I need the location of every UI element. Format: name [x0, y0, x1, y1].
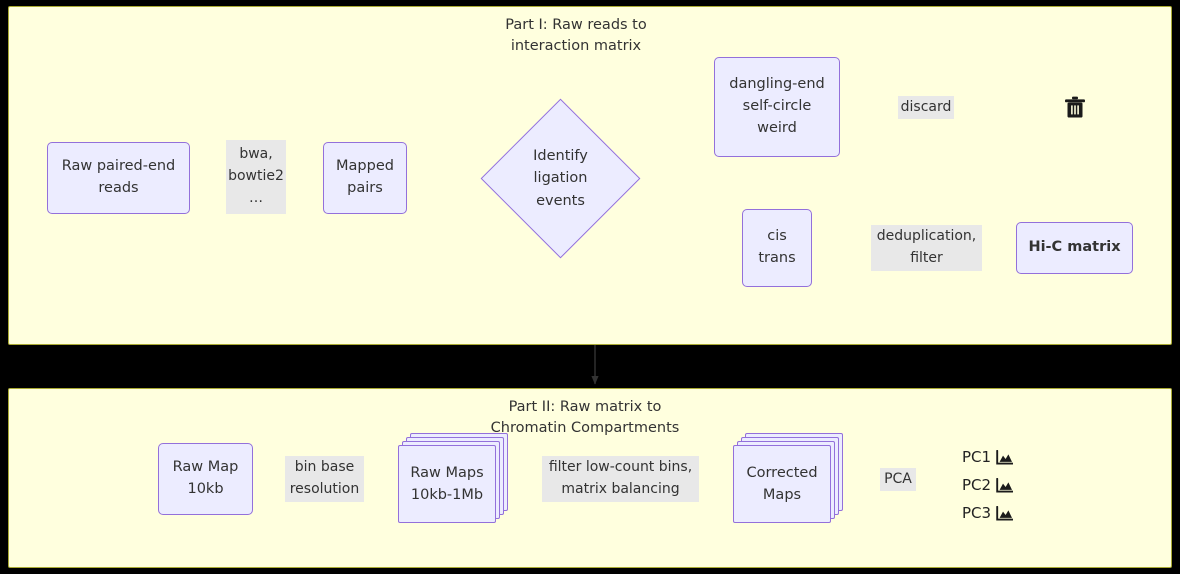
node-hi-c-matrix[interactable]: Hi-C matrix	[1016, 222, 1133, 274]
trash-icon	[1064, 96, 1086, 120]
pc3-label: PC3	[962, 503, 992, 522]
edge-label-aligner: bwa, bowtie2 …	[226, 140, 286, 214]
pc-output-group: PC1 PC2 PC3	[962, 443, 1014, 527]
pc1-label: PC1	[962, 447, 992, 466]
area-chart-icon	[996, 449, 1014, 465]
pc-output-row-1: PC1	[962, 443, 1014, 471]
node-raw-maps-label: Raw Maps 10kb-1Mb	[398, 445, 496, 523]
edge-label-deduplication-filter: deduplication, filter	[871, 225, 982, 271]
edge-label-filter-matrix-balancing: filter low-count bins, matrix balancing	[542, 456, 699, 502]
node-corrected-maps[interactable]: Corrected Maps	[733, 433, 847, 526]
pc2-label: PC2	[962, 475, 992, 494]
node-identify-ligation-events[interactable]: Identify ligation events	[480, 98, 641, 259]
node-corrected-maps-label: Corrected Maps	[733, 445, 831, 523]
node-dangling-end-self-circle-weird[interactable]: dangling-end self-circle weird	[714, 57, 840, 157]
edge-label-discard: discard	[898, 96, 954, 119]
pc-output-row-3: PC3	[962, 499, 1014, 527]
node-raw-map-10kb[interactable]: Raw Map 10kb	[158, 443, 253, 515]
area-chart-icon	[996, 477, 1014, 493]
node-raw-maps-10kb-1mb[interactable]: Raw Maps 10kb-1Mb	[398, 433, 512, 526]
edge-label-bin-base-resolution: bin base resolution	[285, 456, 364, 502]
node-raw-paired-end-reads[interactable]: Raw paired-end reads	[47, 142, 190, 214]
node-cis-trans[interactable]: cis trans	[742, 209, 812, 287]
part2-title: Part II: Raw matrix to Chromatin Compart…	[490, 399, 680, 437]
pc-output-row-2: PC2	[962, 471, 1014, 499]
part1-title: Part I: Raw reads to interaction matrix	[505, 17, 647, 55]
area-chart-icon	[996, 505, 1014, 521]
edge-label-pca: PCA	[880, 468, 916, 491]
node-mapped-pairs[interactable]: Mapped pairs	[323, 142, 407, 214]
node-identify-label: Identify ligation events	[533, 147, 588, 209]
